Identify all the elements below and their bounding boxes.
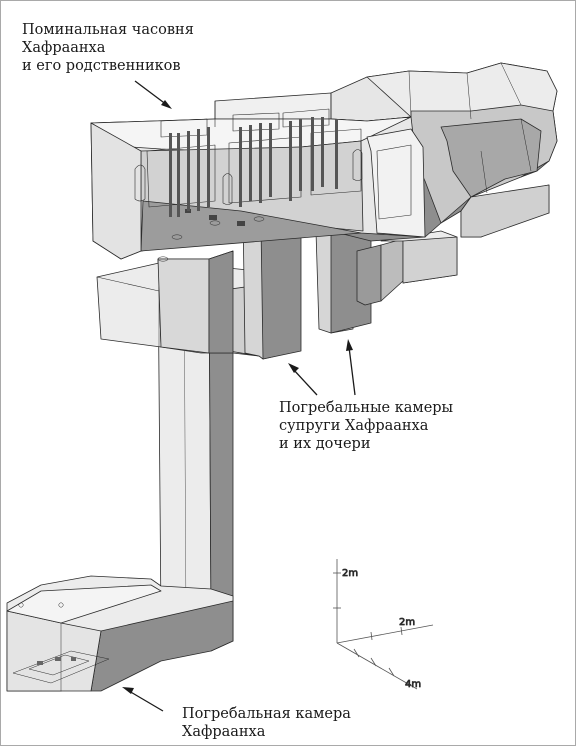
- scale-vertical-label: 2m: [342, 568, 358, 579]
- main-burial-chamber: [6, 575, 234, 692]
- chapel-label-line-2: Хафраанха: [22, 40, 106, 56]
- family-burial-label-line-1: Погребальные камеры: [279, 400, 454, 416]
- main-burial-label-line-1: Погребальная камера: [182, 706, 351, 722]
- family-burial-label-line-3: и их дочери: [279, 436, 371, 452]
- scale-horizontal-label: 2m: [399, 617, 415, 628]
- label-arrows: [122, 80, 356, 712]
- chapel-label: Поминальная часовня Хафраанха и его родс…: [22, 21, 194, 75]
- chapel-label-line-1: Поминальная часовня: [22, 22, 194, 38]
- main-burial-label: Погребальная камера Хафраанха: [182, 705, 351, 741]
- mid-level-corridor: [96, 250, 260, 357]
- chapel-label-line-3: и его родственников: [22, 58, 181, 74]
- family-burial-label-line-2: супруги Хафраанха: [279, 418, 429, 434]
- scale-axes: [333, 559, 434, 690]
- family-burial-label: Погребальные камеры супруги Хафраанха и …: [279, 399, 453, 453]
- scale-depth-label: 4m: [405, 679, 421, 690]
- main-burial-label-line-2: Хафраанха: [182, 724, 266, 740]
- memorial-chapel: [90, 76, 426, 262]
